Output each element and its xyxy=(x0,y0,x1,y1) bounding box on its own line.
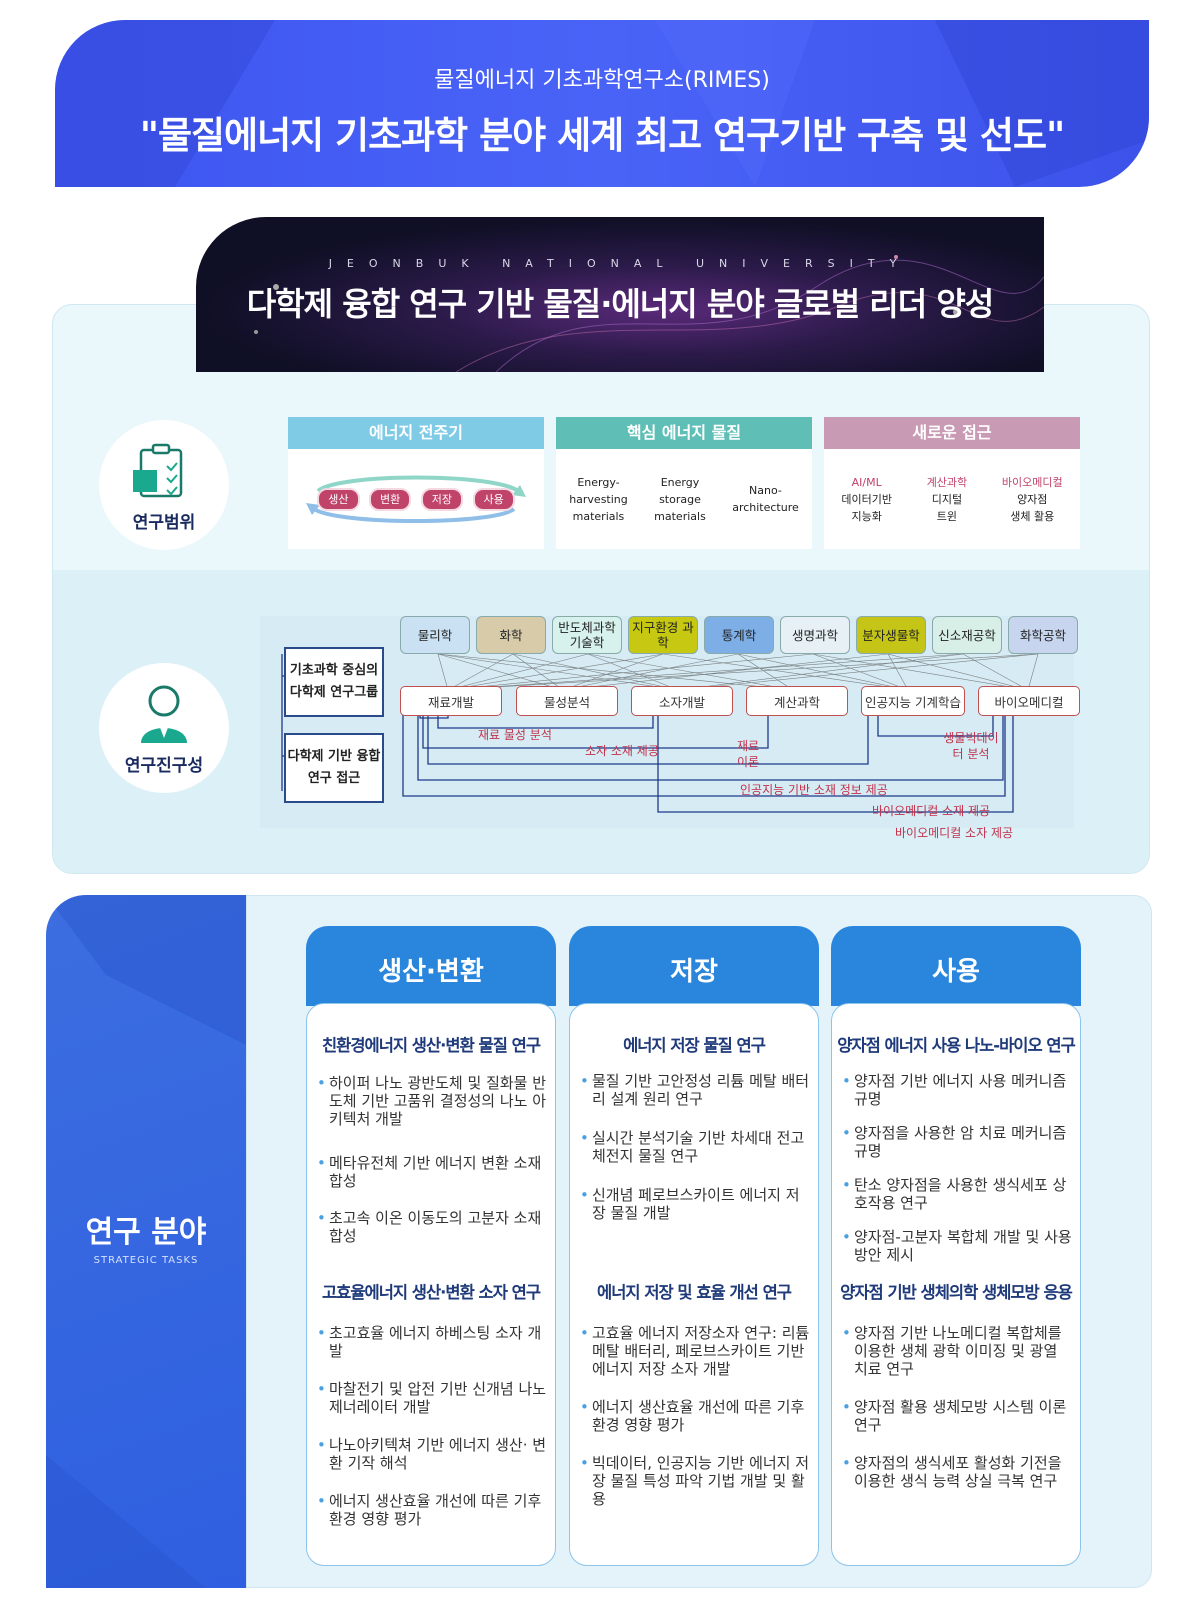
area-column-use: 사용 양자점 에너지 사용 나노-바이오 연구 양자점 기반 에너지 사용 메커… xyxy=(831,926,1081,1566)
researcher-icon xyxy=(141,685,187,743)
role-material-dev: 재료개발 xyxy=(400,686,502,716)
research-areas-subtitle: STRATEGIC TASKS xyxy=(93,1255,199,1266)
area-title: 저장 xyxy=(569,926,819,1006)
discipline-molecular-biology: 분자생물학 xyxy=(856,616,926,654)
list-item: 초고효율 에너지 하베스팅 소자 개발 xyxy=(317,1324,549,1360)
discipline-statistics: 통계학 xyxy=(704,616,774,654)
stage-production: 생산 xyxy=(317,487,360,511)
convergence-group: 다학제 기반 융합연구 접근 xyxy=(284,733,384,803)
structure-circle: 연구진구성 xyxy=(99,663,229,793)
role-ai-ml: 인공지능 기계학습 xyxy=(861,686,965,716)
role-computational-science: 계산과학 xyxy=(746,686,848,716)
discipline-life-science: 생명과학 xyxy=(780,616,850,654)
list-item: 에너지 생산효율 개선에 따른 기후환경 영향 평가 xyxy=(580,1398,812,1434)
cycle-arrows xyxy=(306,475,526,523)
section-heading: 양자점 기반 생체의학 생체모방 응용 xyxy=(840,1283,1073,1302)
clipboard-box-icon xyxy=(133,443,183,498)
list-item: 물질 기반 고안정성 리튬 메탈 배터리 설계 원리 연구 xyxy=(580,1072,812,1108)
area-column-storage: 저장 에너지 저장 물질 연구 물질 기반 고안정성 리튬 메탈 배터리 설계 … xyxy=(569,926,819,1566)
area-title: 사용 xyxy=(831,926,1081,1006)
list-item: 양자점의 생식세포 활성화 기전을 이용한 생식 능력 상실 극복 연구 xyxy=(842,1454,1074,1490)
flow-label: 재료 물성 분석 xyxy=(478,728,552,742)
section-heading: 에너지 저장 및 효율 개선 연구 xyxy=(597,1283,792,1302)
stage-use: 사용 xyxy=(472,487,515,511)
area-column-production: 생산·변환 친환경에너지 생산·변환 물질 연구 하이퍼 나노 광반도체 및 질… xyxy=(306,926,556,1566)
section-heading: 양자점 에너지 사용 나노-바이오 연구 xyxy=(837,1036,1076,1055)
role-property-analysis: 물성분석 xyxy=(516,686,618,716)
section-heading: 친환경에너지 생산·변환 물질 연구 xyxy=(321,1036,541,1055)
category-title: 핵심 에너지 물질 xyxy=(556,417,812,449)
discipline-materials-eng: 신소재공학 xyxy=(932,616,1002,654)
flow-label: 바이오메디컬 소재 제공 xyxy=(872,804,991,818)
vision-banner: JEONBUK NATIONAL UNIVERSITY 다학제 융합 연구 기반… xyxy=(196,217,1044,372)
list-item: 양자점 기반 에너지 사용 메커니즘 규명 xyxy=(842,1072,1074,1108)
flow-label: 생물빅데이터 분석 xyxy=(943,731,999,761)
material-item: Nano-architecture xyxy=(732,484,799,514)
university-tag: JEONBUK NATIONAL UNIVERSITY xyxy=(328,257,912,270)
list-item: 하이퍼 나노 광반도체 및 질화물 반도체 기반 고품위 결정성의 나노 아키텍… xyxy=(317,1074,549,1128)
flow-label: 재료 이론 xyxy=(737,739,760,769)
research-areas-title: 연구 분야 xyxy=(85,1215,207,1250)
discipline-chemistry: 화학 xyxy=(476,616,546,654)
category-title: 새로운 접근 xyxy=(824,417,1080,449)
list-item: 양자점 활용 생체모방 시스템 이론 연구 xyxy=(842,1398,1074,1434)
list-item: 나노아키텍쳐 기반 에너지 생산· 변환 기작 해석 xyxy=(317,1436,549,1472)
list-item: 빅데이터, 인공지능 기반 에너지 저장 물질 특성 파악 기법 개발 및 활용 xyxy=(580,1454,812,1508)
hero-banner: 물질에너지 기초과학연구소(RIMES) "물질에너지 기초과학 분야 세계 최… xyxy=(55,20,1149,187)
stage-conversion: 변환 xyxy=(369,487,412,511)
structure-label: 연구진구성 xyxy=(124,756,204,776)
hero-slogan: "물질에너지 기초과학 분야 세계 최고 연구기반 구축 및 선도" xyxy=(139,114,1066,157)
discipline-semiconductor: 반도체과학 기술학 xyxy=(552,616,622,654)
discipline-earth-environment: 지구환경 과학 xyxy=(628,616,698,654)
flow-label: 소자 소재 제공 xyxy=(585,744,659,758)
decorative-polygons xyxy=(46,895,246,1588)
scope-circle: 연구범위 xyxy=(99,420,229,550)
section-heading: 고효율에너지 생산·변환 소자 연구 xyxy=(321,1283,541,1302)
list-item: 고효율 에너지 저장소자 연구: 리튬 메탈 배터리, 페로브스카이트 기반 에… xyxy=(580,1324,812,1378)
list-item: 실시간 분석기술 기반 차세대 전고체전지 물질 연구 xyxy=(580,1129,812,1165)
list-item: 탄소 양자점을 사용한 생식세포 상호작용 연구 xyxy=(842,1176,1074,1212)
list-item: 양자점을 사용한 암 치료 메커니즘 규명 xyxy=(842,1124,1074,1160)
research-areas-sidebar: 연구 분야 STRATEGIC TASKS xyxy=(46,895,246,1588)
list-item: 초고속 이온 이동도의 고분자 소재 합성 xyxy=(317,1209,549,1245)
discipline-chem-eng: 화학공학 xyxy=(1008,616,1078,654)
list-item: 에너지 생산효율 개선에 따른 기후환경 영향 평가 xyxy=(317,1492,549,1528)
list-item: 양자점 기반 나노메디컬 복합체를 이용한 생체 광학 이미징 및 광열 치료 … xyxy=(842,1324,1074,1378)
institute-name: 물질에너지 기초과학연구소(RIMES) xyxy=(434,68,770,93)
list-item: 양자점-고분자 복합체 개발 및 사용 방안 제시 xyxy=(842,1228,1074,1264)
role-device-dev: 소자개발 xyxy=(631,686,733,716)
flow-label: 인공지능 기반 소재 정보 제공 xyxy=(740,783,888,797)
list-item: 신개념 페로브스카이트 에너지 저장 물질 개발 xyxy=(580,1186,812,1222)
lifecycle-stages: 생산 변환 저장 사용 xyxy=(314,487,518,511)
list-item: 메타유전체 기반 에너지 변환 소재 합성 xyxy=(317,1154,549,1190)
role-biomedical: 바이오메디컬 xyxy=(978,686,1080,716)
stage-storage: 저장 xyxy=(420,487,463,511)
list-item: 마찰전기 및 압전 기반 신개념 나노제너레이터 개발 xyxy=(317,1380,549,1416)
flow-label: 바이오메디컬 소자 제공 xyxy=(895,826,1014,840)
category-title: 에너지 전주기 xyxy=(288,417,544,449)
area-title: 생산·변환 xyxy=(306,926,556,1006)
category-energy-lifecycle: 에너지 전주기 생산 변환 저장 사용 xyxy=(288,417,544,549)
decorative-polygons xyxy=(55,20,1149,187)
particle-wave-decoration xyxy=(254,255,1044,372)
section-heading: 에너지 저장 물질 연구 xyxy=(623,1036,766,1055)
vision-title: 다학제 융합 연구 기반 물질·에너지 분야 글로벌 리더 양성 xyxy=(246,285,994,323)
scope-label: 연구범위 xyxy=(132,513,196,533)
basic-science-group: 기초과학 중심의 다학제 연구그룹 xyxy=(284,647,384,717)
discipline-physics: 물리학 xyxy=(400,616,470,654)
